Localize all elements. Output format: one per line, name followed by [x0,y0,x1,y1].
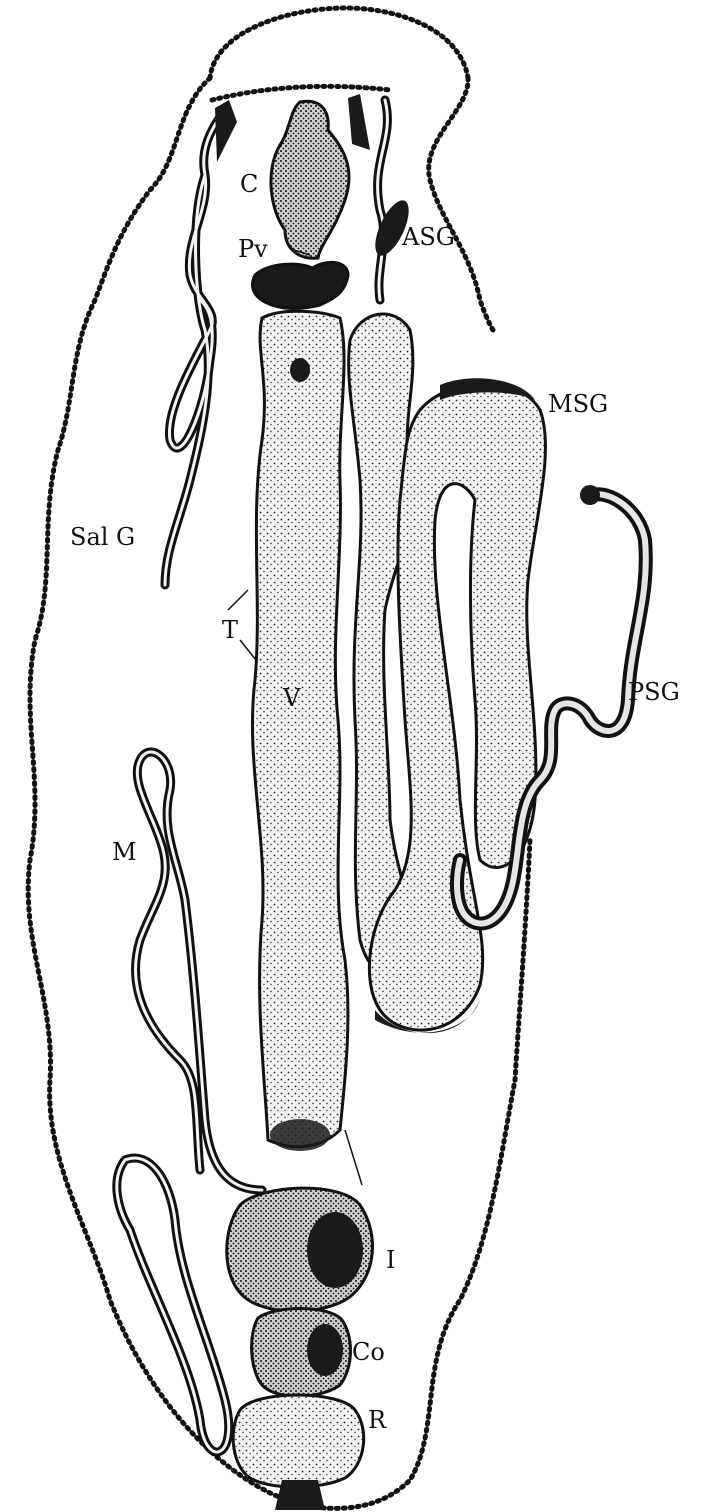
crop [271,101,349,258]
salivary-gland [165,110,225,585]
label-crop: C [240,170,258,198]
label-rectum: R [368,1406,387,1434]
mouthpart-left [215,100,237,162]
body-outline-right [429,78,493,330]
label-anterior-silk-gland: ASG [401,223,455,251]
head-capsule-line [212,86,390,100]
label-middle-silk-gland: MSG [548,390,608,418]
t-pointer-lower [240,640,256,660]
label-colon: Co [352,1338,385,1366]
hindgut-pointer [345,1130,362,1185]
label-salivary-gland: Sal G [70,523,135,551]
label-tracheole: T [222,616,238,644]
label-posterior-silk-gland: PSG [628,678,680,706]
label-ventriculus: V [282,684,301,712]
t-pointer-upper [228,590,248,610]
ventriculus [252,311,348,1146]
anus [275,1480,325,1510]
malpighian-tubule [136,752,262,1190]
label-malpighian-tubule: M [112,838,137,866]
mouthpart-right [348,94,370,150]
label-ileum: I [386,1246,395,1274]
label-proventriculus: Pv [238,235,268,263]
proventriculus [252,262,348,308]
rectum [233,1395,364,1487]
